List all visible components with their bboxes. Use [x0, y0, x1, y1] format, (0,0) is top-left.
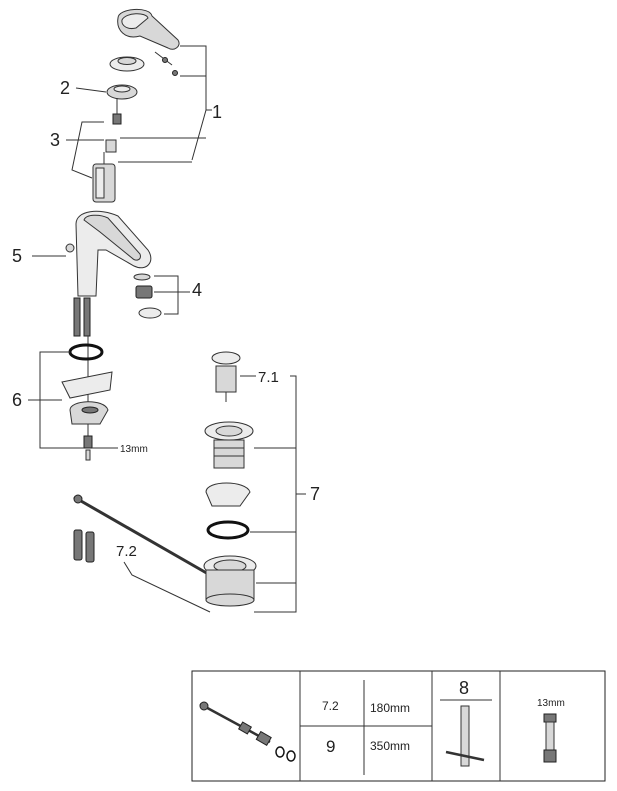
- callout-1: 1: [212, 102, 222, 122]
- handle-cap-ring: [109, 56, 145, 72]
- mounting-nut: [83, 435, 93, 461]
- aerator: [133, 273, 162, 319]
- cover-nut: [106, 84, 138, 100]
- table-row2-code: 9: [326, 737, 335, 756]
- callout-6: 6: [12, 390, 22, 410]
- callout-2: 2: [60, 78, 70, 98]
- waste-gasket: [206, 520, 250, 540]
- lever-handle: [117, 9, 180, 50]
- pop-up-rod: [73, 494, 211, 577]
- socket-wrench-illustration: [543, 713, 557, 763]
- mounting-horseshoe: [61, 371, 113, 425]
- table-row1-value: 180mm: [370, 701, 410, 715]
- assembly-tool-illustration: [445, 705, 485, 767]
- mounting-o-ring: [68, 343, 104, 361]
- hose-connectors: [73, 529, 95, 563]
- waste-flange: [204, 421, 254, 469]
- table-row1-code: 7.2: [322, 699, 339, 713]
- cartridge-pin: [105, 98, 122, 153]
- callout-7-1: 7.1: [258, 369, 279, 386]
- waste-body: [203, 555, 257, 607]
- callout-3: 3: [50, 130, 60, 150]
- reference-table: [191, 670, 606, 782]
- waste-horseshoe: [205, 482, 251, 507]
- table-tool-label: 8: [459, 678, 469, 698]
- wrench-size-label: 13mm: [120, 444, 148, 455]
- cartridge: [92, 152, 116, 203]
- pop-up-plug: [211, 351, 241, 402]
- table-wrench-label: 13mm: [537, 698, 565, 709]
- leader-lines: [28, 45, 306, 613]
- table-hose-illustration: [199, 701, 296, 762]
- callout-7: 7: [310, 484, 320, 504]
- callout-5: 5: [12, 246, 22, 266]
- callout-7-2: 7.2: [116, 543, 137, 560]
- handle-screw: [154, 51, 178, 76]
- callout-4: 4: [192, 280, 202, 300]
- table-row2-value: 350mm: [370, 739, 410, 753]
- faucet-body: [65, 210, 152, 297]
